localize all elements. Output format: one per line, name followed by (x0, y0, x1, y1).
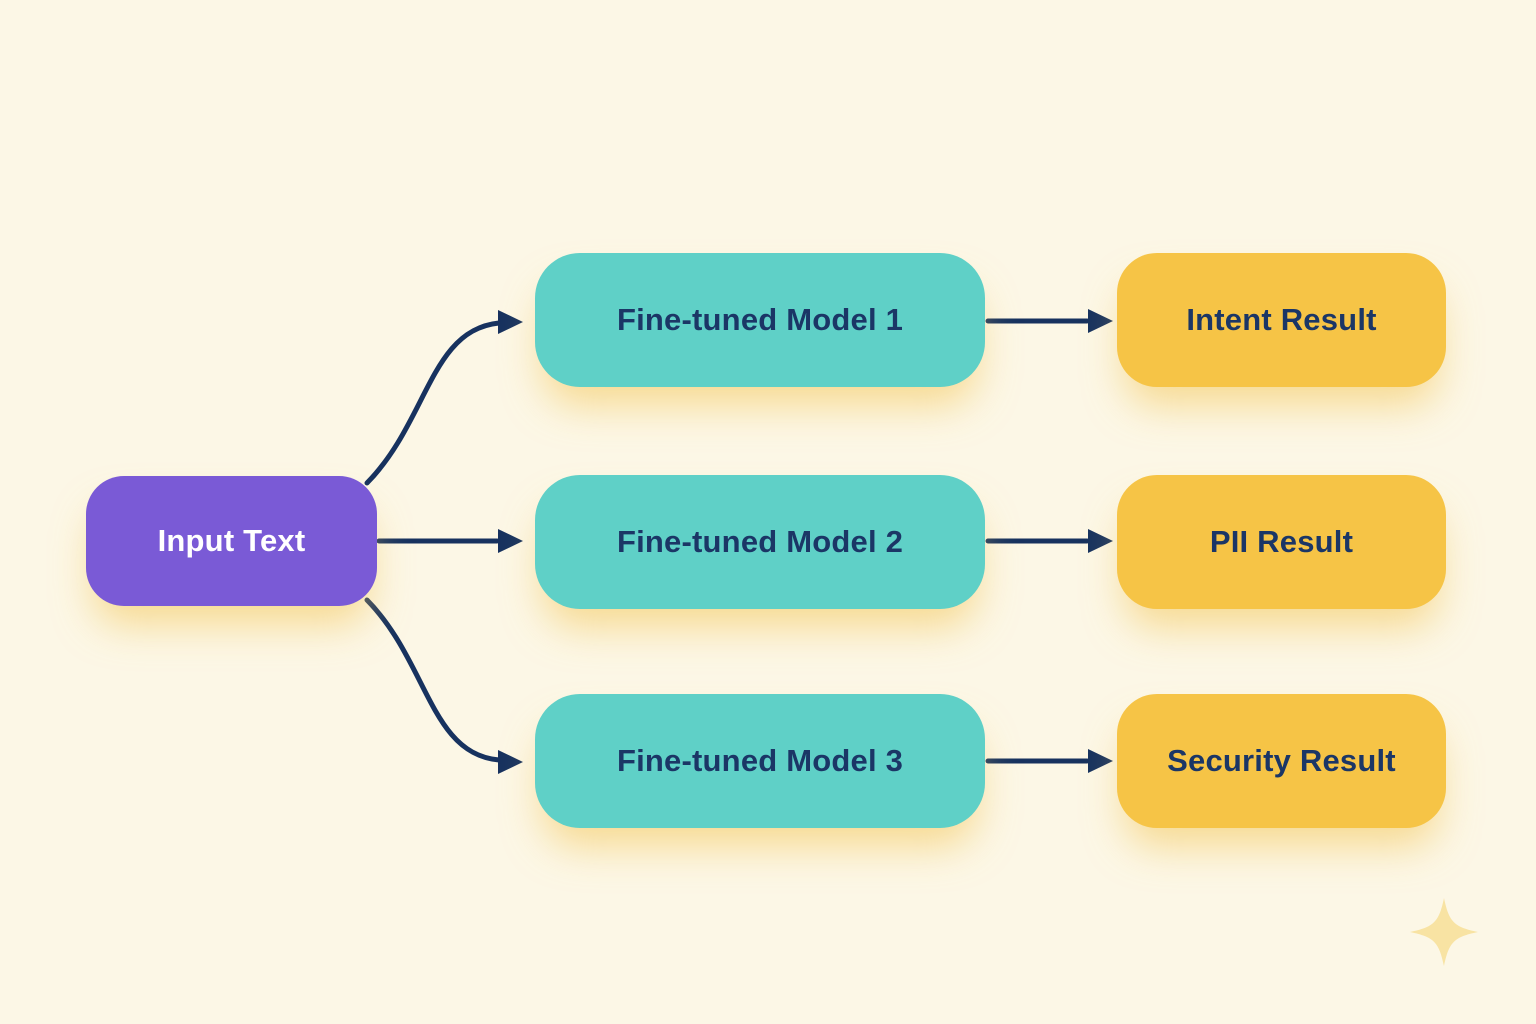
node-intent-result: Intent Result (1117, 253, 1446, 387)
node-fine-tuned-model-3: Fine-tuned Model 3 (535, 694, 985, 828)
node-label: Fine-tuned Model 2 (616, 524, 904, 559)
sparkle-icon (1410, 898, 1478, 966)
node-security-result: Security Result (1117, 694, 1446, 828)
arrowhead-icon (1088, 749, 1113, 773)
arrowhead-icon (1088, 529, 1113, 553)
node-label: Fine-tuned Model 3 (616, 743, 904, 778)
node-fine-tuned-model-1: Fine-tuned Model 1 (535, 253, 985, 387)
node-pii-result: PII Result (1117, 475, 1446, 609)
node-label: Security Result (1167, 743, 1396, 778)
arrowhead-icon (1088, 309, 1113, 333)
node-label: Fine-tuned Model 1 (616, 302, 904, 337)
node-label: PII Result (1209, 524, 1354, 559)
node-label: Input Text (157, 523, 306, 558)
edge-input-to-model1 (364, 320, 502, 486)
node-label: Intent Result (1186, 302, 1377, 337)
arrowhead-icon (498, 529, 523, 553)
node-input-text: Input Text (86, 476, 377, 606)
edge-input-to-model3 (364, 597, 502, 763)
arrowhead-icon (498, 750, 523, 774)
arrowhead-icon (498, 310, 523, 334)
node-fine-tuned-model-2: Fine-tuned Model 2 (535, 475, 985, 609)
